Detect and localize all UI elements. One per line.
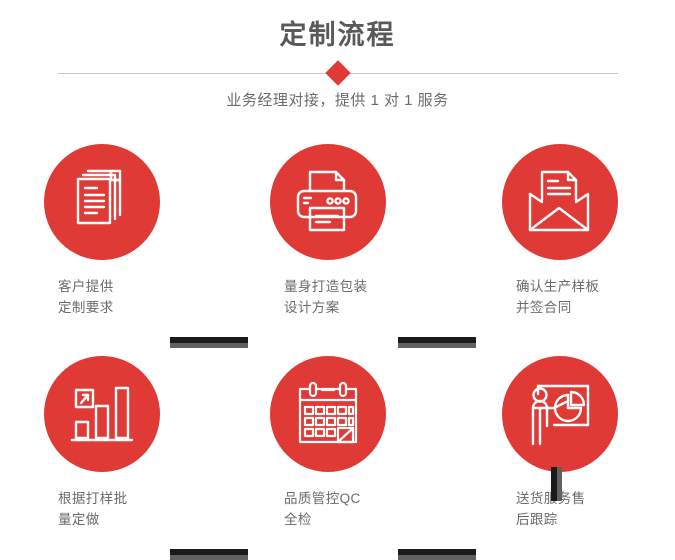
step-2-icon-circle [270,144,386,260]
connector-bar-dark [551,467,557,501]
connector-step5-step6 [398,549,476,560]
connector-step3-step4 [551,467,562,501]
diamond-marker-icon [325,60,351,86]
presenter-pie-chart-icon [524,378,596,450]
connector-step4-step5 [170,549,248,560]
title-divider [58,60,618,86]
step-5-label: 品质管控QC 全检 [284,488,434,530]
process-step-6[interactable]: 送货服务售 后跟踪 [482,356,672,556]
step-6-label: 送货服务售 后跟踪 [516,488,666,530]
connector-step2-step3 [398,337,476,348]
process-step-4[interactable]: 根据打样批 量定做 [24,356,214,556]
page-title: 定制流程 [279,20,396,50]
bar-chart-growth-icon [66,378,138,450]
step-6-icon-circle [502,356,618,472]
connector-bar-light [398,555,476,560]
step-5-icon-circle [270,356,386,472]
step-3-label: 确认生产样板 并签合同 [516,276,666,318]
step-1-label: 客户提供 定制要求 [58,276,208,318]
page-header: 定制流程 业务经理对接，提供 1 对 1 服务 [0,0,675,130]
connector-bar-dark [170,337,248,343]
connector-step1-step2 [170,337,248,348]
step-1-icon-circle [44,144,160,260]
process-step-1[interactable]: 客户提供 定制要求 [24,144,214,344]
connector-bar-light [398,343,476,348]
step-2-label-line2: 设计方案 [284,300,340,315]
process-steps: 客户提供 定制要求 [0,130,675,560]
documents-icon [66,166,138,238]
step-4-label: 根据打样批 量定做 [58,488,208,530]
step-6-label-line1: 送货服务售 [516,491,586,506]
step-4-icon-circle [44,356,160,472]
envelope-document-icon [524,166,596,238]
process-step-5[interactable]: 品质管控QC 全检 [250,356,440,556]
printer-icon [292,166,364,238]
connector-bar-light [170,555,248,560]
step-6-label-line2: 后跟踪 [516,512,558,527]
page-subtitle: 业务经理对接，提供 1 对 1 服务 [226,92,449,109]
process-step-3[interactable]: 确认生产样板 并签合同 [482,144,672,344]
connector-bar-light [557,467,562,501]
step-3-icon-circle [502,144,618,260]
step-1-label-line1: 客户提供 [58,279,114,294]
step-2-label: 量身打造包装 设计方案 [284,276,434,318]
step-2-label-line1: 量身打造包装 [284,279,368,294]
step-4-label-line2: 量定做 [58,512,100,527]
connector-bar-light [170,343,248,348]
process-step-2[interactable]: 量身打造包装 设计方案 [250,144,440,344]
step-3-label-line2: 并签合同 [516,300,572,315]
step-5-label-line2: 全检 [284,512,312,527]
step-1-label-line2: 定制要求 [58,300,114,315]
connector-bar-dark [398,337,476,343]
step-5-label-line1: 品质管控QC [284,491,361,506]
step-4-label-line1: 根据打样批 [58,491,128,506]
step-3-label-line1: 确认生产样板 [516,279,600,294]
calendar-check-icon [292,378,364,450]
